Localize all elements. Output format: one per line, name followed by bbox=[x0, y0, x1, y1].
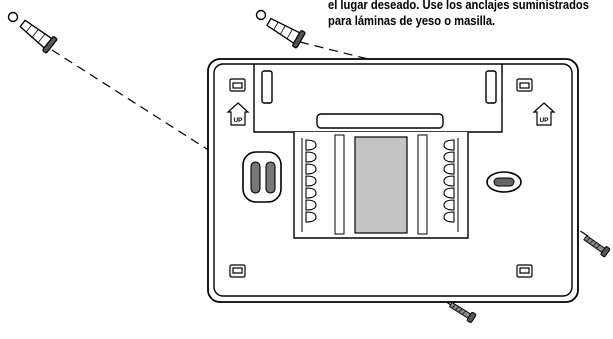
drywall-anchor-right bbox=[266, 17, 306, 49]
wall-plate-inner bbox=[213, 63, 573, 297]
mounting-screw-right bbox=[583, 235, 611, 258]
terminal-handle bbox=[316, 113, 444, 129]
mounting-screw-bottom bbox=[448, 301, 477, 323]
top-right-tab bbox=[485, 70, 497, 104]
latch-clip-top-right bbox=[516, 78, 533, 92]
mounting-slot-left bbox=[242, 151, 282, 203]
mounting-slot-right bbox=[486, 171, 522, 193]
wall-plate-raised-panel bbox=[253, 64, 503, 133]
drywall-anchor-left bbox=[19, 19, 58, 54]
anchor-left-hole-marker bbox=[7, 11, 19, 23]
terminal-screws-left bbox=[305, 139, 317, 223]
terminal-screws-right bbox=[443, 139, 455, 223]
up-label-left: UP bbox=[233, 117, 243, 124]
up-arrow-right: UP bbox=[532, 102, 556, 126]
latch-clip-top-left bbox=[229, 78, 246, 92]
instruction-caption: el lugar deseado. Use los anclajes sumin… bbox=[328, 0, 589, 29]
top-left-tab bbox=[261, 70, 273, 104]
caption-line-2: para láminas de yeso o masilla. bbox=[328, 13, 496, 28]
up-arrow-left: UP bbox=[226, 102, 250, 126]
caption-line-1: el lugar deseado. Use los anclajes sumin… bbox=[328, 0, 589, 12]
latch-clip-bottom-left bbox=[229, 264, 246, 278]
guide-right-anchor bbox=[299, 41, 373, 61]
anchor-right-hole-marker bbox=[255, 9, 267, 21]
latch-clip-bottom-right bbox=[516, 264, 533, 278]
wire-opening bbox=[354, 136, 408, 234]
up-label-right: UP bbox=[539, 117, 549, 124]
